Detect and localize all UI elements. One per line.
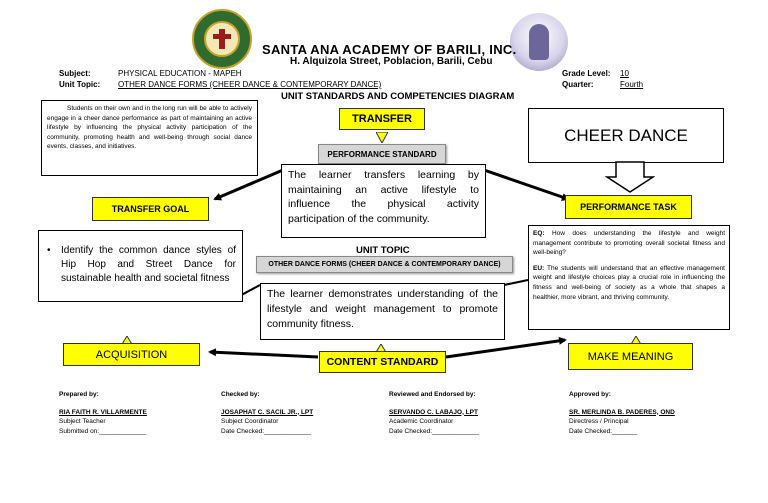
content-standard-box: The learner demonstrates understanding o… [260,283,505,340]
grade-level-value: 10 [620,69,629,78]
signature-checked: Checked by: JOSAPHAT C. SACIL JR., LPT S… [221,390,313,436]
eu-label: EU: [533,264,545,272]
subject-label: Subject: [59,69,91,78]
signature-name: SR. MERLINDA B. PADERES, OND [569,408,675,416]
signature-date-line: Date Checked:_______ [569,427,638,435]
arrow-to-transfer-goal [213,168,284,201]
signature-heading: Prepared by: [59,391,99,398]
arrow-to-make-meaning [445,336,567,359]
quarter-label: Quarter: [562,80,594,89]
quarter-value: Fourth [620,80,644,89]
unit-topic-label: Unit Topic: [59,80,101,89]
arrow-to-acquisition [208,348,319,359]
signature-name: JOSAPHAT C. SACIL JR., LPT [221,408,314,416]
transfer-label: TRANSFER [339,108,425,130]
grade-level-label: Grade Level: [562,69,611,78]
signature-reviewed: Reviewed and Endorsed by: SERVANDO C. LA… [389,390,479,436]
arrow-to-performance-task [483,168,570,201]
acquisition-text: Identify the common dance styles of Hip … [61,245,236,284]
content-standard-label: CONTENT STANDARD [319,351,446,373]
signature-heading: Reviewed and Endorsed by: [389,391,476,398]
school-address: H. Alquizola Street, Poblacion, Barili, … [290,56,493,67]
signature-role: Subject Teacher [59,418,106,425]
signature-date-line: Submitted on:_____________ [59,427,147,435]
transfer-goal-label: TRANSFER GOAL [92,197,209,221]
enduring-understanding: EU: The students will understand that an… [533,264,725,302]
performance-standard-label: PERFORMANCE STANDARD [318,144,446,164]
transfer-down-arrow-icon [375,130,389,145]
signature-heading: Approved by: [569,391,611,398]
eq-eu-box: EQ: How does understanding the lifestyle… [528,225,730,330]
school-name: SANTA ANA ACADEMY OF BARILI, INC. [262,42,517,57]
unit-topic-bar: OTHER DANCE FORMS (CHEER DANCE & CONTEMP… [256,256,513,273]
subject-value: PHYSICAL EDUCATION - MAPEH [118,69,242,78]
signature-approved: Approved by: SR. MERLINDA B. PADERES, ON… [569,390,675,436]
make-meaning-label: MAKE MEANING [568,343,693,370]
signature-role: Directress / Principal [569,418,629,425]
signature-heading: Checked by: [221,391,260,398]
cheer-dance-callout: CHEER DANCE [528,108,724,163]
content-up-arrow-icon [374,341,388,355]
unit-topic-value: OTHER DANCE FORMS (CHEER DANCE & CONTEMP… [118,80,382,89]
signature-role: Subject Coordinator [221,418,279,425]
signature-role: Academic Coordinator [389,418,454,425]
link-content-eq [503,279,529,286]
callout-down-arrow-icon [604,161,656,193]
eu-text: The students will understand that an eff… [533,264,725,301]
performance-standard-box: The learner transfers learning by mainta… [281,164,486,238]
diagram-title: UNIT STANDARDS AND COMPETENCIES DIAGRAM [281,91,515,102]
patron-saint-logo [510,13,568,71]
essential-question: EQ: How does understanding the lifestyle… [533,229,725,258]
performance-task-label: PERFORMANCE TASK [565,195,692,219]
unit-topic-heading: UNIT TOPIC [356,245,410,256]
signature-name: RIA FAITH R. VILLARMENTE [59,408,147,416]
bullet-icon: • [47,245,51,256]
transfer-goal-box: Students on their own and in the long ru… [41,100,258,176]
signature-date-line: Date Checked:_____________ [221,427,311,435]
signature-prepared: Prepared by: RIA FAITH R. VILLARMENTE Su… [59,390,147,436]
acquisition-box: • Identify the common dance styles of Hi… [38,230,243,302]
signature-date-line: Date Checked:_____________ [389,427,479,435]
school-seal-logo [192,9,252,69]
eq-label: EQ: [533,230,545,237]
make-meaning-up-arrow-icon [629,333,643,347]
eq-text: How does understanding the lifestyle and… [533,230,725,257]
signature-name: SERVANDO C. LABAJO, LPT [389,408,478,416]
acquisition-label: ACQUISITION [63,343,200,366]
acquisition-up-arrow-icon [120,333,134,347]
